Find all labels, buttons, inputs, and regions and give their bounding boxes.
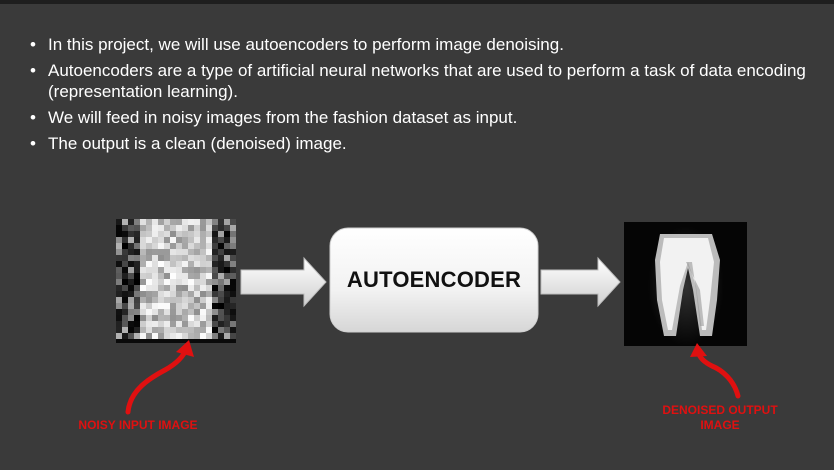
arrow-to-autoencoder — [240, 256, 327, 308]
denoised-pointer-arrow — [690, 343, 741, 399]
top-border — [0, 0, 834, 4]
bullet-list: In this project, we will use autoencoder… — [30, 34, 820, 159]
denoised-output-image — [624, 222, 747, 346]
bullet-item: We will feed in noisy images from the fa… — [30, 107, 820, 128]
noisy-input-image — [116, 219, 236, 343]
bullet-item: The output is a clean (denoised) image. — [30, 133, 820, 154]
noisy-pointer-arrow — [125, 340, 194, 415]
autoencoder-box — [329, 227, 539, 333]
bullet-item: In this project, we will use autoencoder… — [30, 34, 820, 55]
autoencoder-label: AUTOENCODER — [346, 267, 522, 292]
arrow-to-output — [540, 256, 621, 308]
noisy-input-label: NOISY INPUT IMAGE — [78, 418, 198, 432]
bullet-item: Autoencoders are a type of artificial ne… — [30, 60, 820, 102]
denoised-output-label: DENOISED OUTPUT IMAGE — [662, 403, 778, 432]
